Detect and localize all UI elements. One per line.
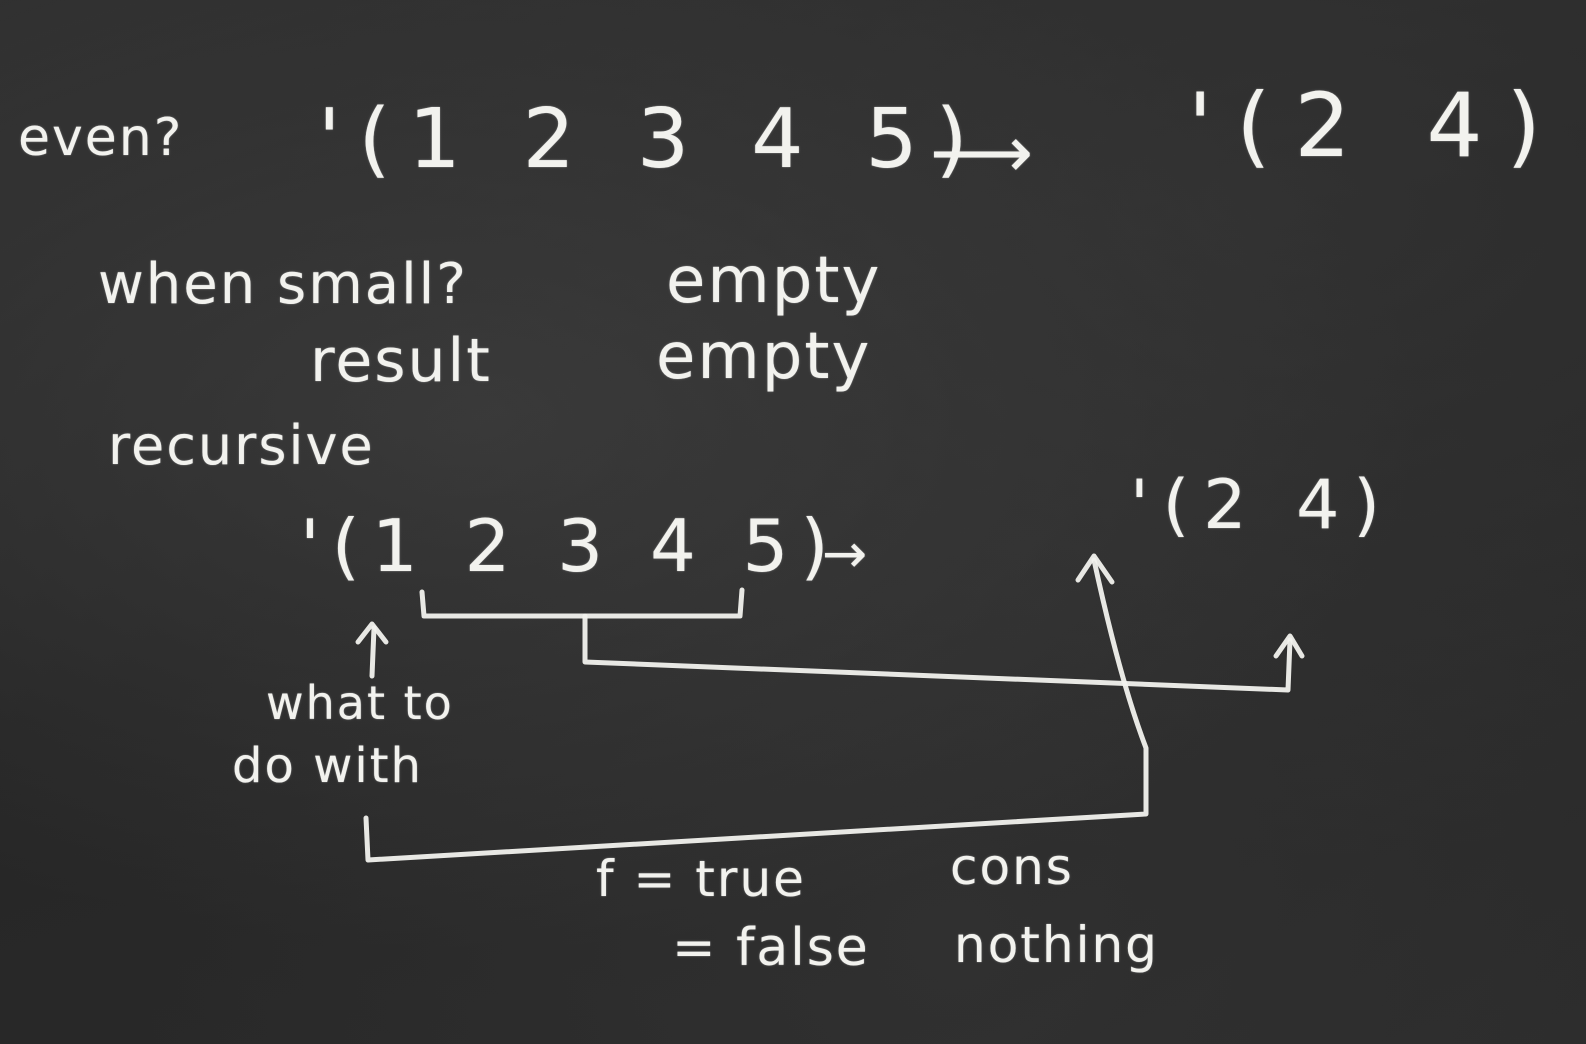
rest-arrowhead [1273,633,1305,659]
rest-bracket [419,587,745,619]
when-small-label: when small? [98,252,468,317]
recursive-label: recursive [108,414,375,477]
first-up-arrow-shaft [369,625,377,679]
rest-to-output-line [582,613,1293,693]
first-arrowhead [1075,553,1115,585]
do-with-text: do with [232,738,423,794]
f-true-value: cons [950,838,1074,896]
what-to-text: what to [266,676,454,730]
first-up-arrowhead [355,621,389,645]
first-to-output-line [363,557,1149,863]
output-list: '(2 4) [1188,74,1565,177]
function-name: even? [18,108,184,168]
when-small-value: empty [666,244,882,318]
input-list: '(1 2 3 4 5) [318,92,986,187]
recursive-input-list: '(1 2 3 4 5) [300,504,841,588]
result-label: result [310,326,492,396]
f-true-label: f = true [596,850,806,908]
top-arrow: ⟶ [930,110,1034,194]
recursive-output-list: '(2 4) [1130,466,1394,545]
result-value: empty [656,320,872,394]
recursive-arrow: → [822,522,868,585]
f-false-value: nothing [954,916,1159,974]
f-false-label: = false [672,918,870,978]
